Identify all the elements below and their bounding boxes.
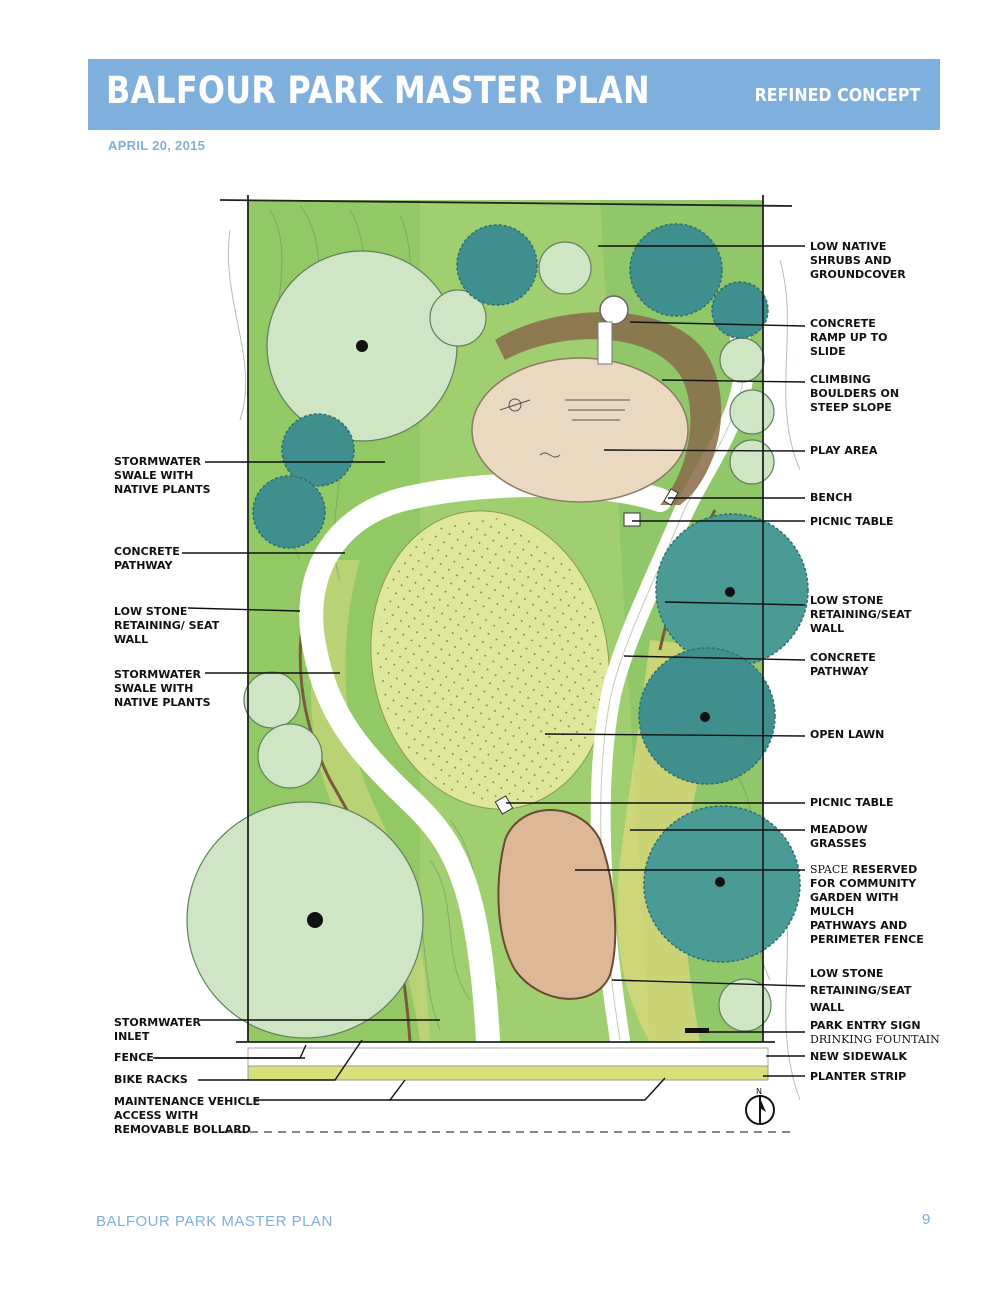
label-low-stone-wall-bottom: LOW STONE RETAINING/SEAT WALL [810, 967, 912, 1014]
plan-date: APRIL 20, 2015 [108, 138, 206, 153]
label-concrete-ramp: CONCRETE RAMP UP TO SLIDE [810, 317, 888, 358]
label-open-lawn: OPEN LAWN [810, 728, 885, 741]
label-meadow-grasses: MEADOW GRASSES [810, 823, 868, 850]
leader-lines [153, 245, 806, 1101]
play-equipment [499, 398, 630, 458]
label-fence: FENCE [114, 1051, 154, 1064]
climbing-boulders [495, 312, 722, 505]
label-concrete-pathway-right: CONCRETE PATHWAY [810, 651, 876, 678]
community-garden-area [497, 809, 617, 1000]
park-entry-sign-marker [685, 1028, 709, 1033]
play-area-surface [471, 357, 689, 503]
label-park-entry-sign: PARK ENTRY SIGN [810, 1019, 921, 1032]
label-bike-racks: BIKE RACKS [114, 1073, 188, 1086]
label-bench: BENCH [810, 491, 853, 504]
tree-trunk-markers [307, 340, 735, 928]
label-community-garden: SPACE RESERVED FOR COMMUNITY GARDEN WITH… [810, 863, 924, 947]
label-planter-strip: PLANTER STRIP [810, 1070, 907, 1083]
label-low-stone-wall-right: LOW STONE RETAINING/SEAT WALL [810, 594, 912, 635]
property-boundary [219, 195, 793, 1043]
label-play-area: PLAY AREA [810, 444, 878, 457]
slide-platform [599, 295, 629, 325]
label-drinking-fountain: DRINKING FOUNTAIN [810, 1033, 940, 1046]
concrete-ramp [597, 321, 613, 365]
label-stormwater-inlet: STORMWATER INLET [114, 1016, 201, 1043]
label-concrete-pathway-left: CONCRETE PATHWAY [114, 545, 180, 572]
label-stormwater-swale-mid: STORMWATER SWALE WITH NATIVE PLANTS [114, 668, 211, 709]
label-picnic-table-top: PICNIC TABLE [810, 515, 894, 528]
footer-title: BALFOUR PARK MASTER PLAN [96, 1213, 333, 1230]
label-low-stone-wall-left: LOW STONE RETAINING/ SEAT WALL [114, 605, 220, 646]
label-maintenance-access: MAINTENANCE VEHICLE ACCESS WITH REMOVABL… [114, 1095, 261, 1136]
new-sidewalk-strip [247, 1047, 769, 1067]
page-title: BALFOUR PARK MASTER PLAN [106, 69, 650, 112]
label-space-word: SPACE [810, 863, 849, 876]
concrete-pathway-west [299, 473, 672, 1052]
page-subtitle: REFINED CONCEPT [754, 85, 920, 106]
label-stormwater-swale-top: STORMWATER SWALE WITH NATIVE PLANTS [114, 455, 211, 496]
page-number: 9 [922, 1211, 931, 1228]
picnic-table-marker-top [623, 512, 641, 527]
label-space-reserved: RESERVED FOR COMMUNITY GARDEN WITH MULCH… [810, 863, 924, 946]
header-banner: BALFOUR PARK MASTER PLAN REFINED CONCEPT [88, 59, 940, 130]
north-arrow-icon [745, 1095, 775, 1125]
bench-marker [663, 488, 679, 506]
label-climbing-boulders: CLIMBING BOULDERS ON STEEP SLOPE [810, 373, 900, 414]
label-new-sidewalk: NEW SIDEWALK [810, 1050, 908, 1063]
label-low-native-shrubs: LOW NATIVE SHRUBS AND GROUNDCOVER [810, 240, 906, 281]
picnic-table-marker-mid [494, 795, 514, 815]
north-arrow-label: N [756, 1087, 762, 1096]
label-picnic-table-mid: PICNIC TABLE [810, 796, 894, 809]
planter-strip-band [247, 1065, 769, 1081]
